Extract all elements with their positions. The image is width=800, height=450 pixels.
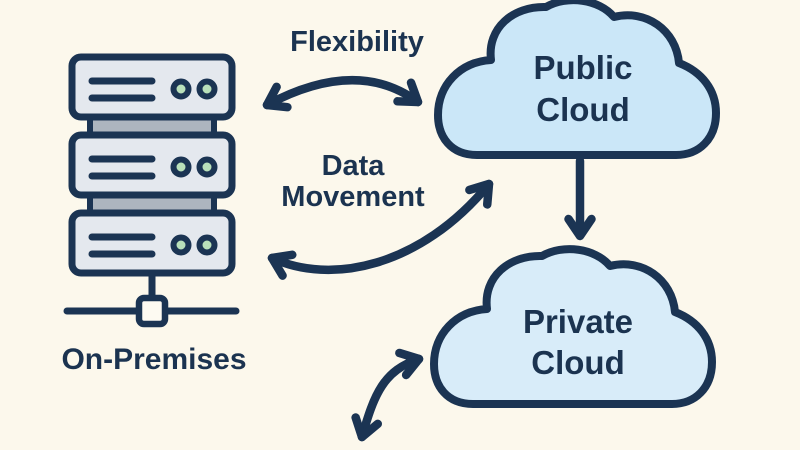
led-icon [170, 234, 192, 256]
server-unit [68, 131, 236, 199]
arrowhead-icon [393, 78, 423, 107]
flexibility-label: Flexibility [290, 26, 424, 58]
private-cloud-outline [430, 245, 716, 408]
arrowhead-icon [351, 413, 382, 442]
network-node [135, 294, 169, 328]
public-to-private-arrow [564, 156, 596, 241]
arrowhead-icon [564, 214, 596, 241]
data-movement-label: Data Movement [281, 150, 425, 213]
led-icon [196, 156, 218, 178]
arrowhead-icon [465, 179, 494, 209]
private-cloud-label: Private Cloud [522, 303, 634, 381]
private-cloud-shape [430, 245, 716, 408]
public-cloud-shape [434, 0, 720, 159]
public-cloud-outline [434, 0, 720, 159]
arrowhead-icon [267, 250, 297, 280]
led-icon [196, 234, 218, 256]
server-vent-lines [88, 155, 156, 180]
private-cloud-bottom-arrow [351, 348, 424, 442]
arrowhead-icon [262, 82, 292, 112]
led-icon [170, 156, 192, 178]
led-icon [196, 78, 218, 100]
flexibility-arrow [262, 76, 423, 112]
flexibility-arrow-shaft [262, 76, 423, 110]
led-icon [170, 78, 192, 100]
on-premises-server-icon [63, 53, 240, 328]
data-movement-arrow [267, 179, 494, 280]
data-movement-arrow-shaft [267, 179, 494, 275]
server-unit [68, 53, 236, 121]
arrowhead-icon [395, 348, 424, 380]
bottom-arrow-shaft [357, 354, 424, 442]
server-vent-lines [88, 233, 156, 258]
server-vent-lines [88, 77, 156, 102]
public-cloud-label: Public Cloud [533, 49, 633, 128]
on-premises-label: On-Premises [61, 343, 247, 376]
